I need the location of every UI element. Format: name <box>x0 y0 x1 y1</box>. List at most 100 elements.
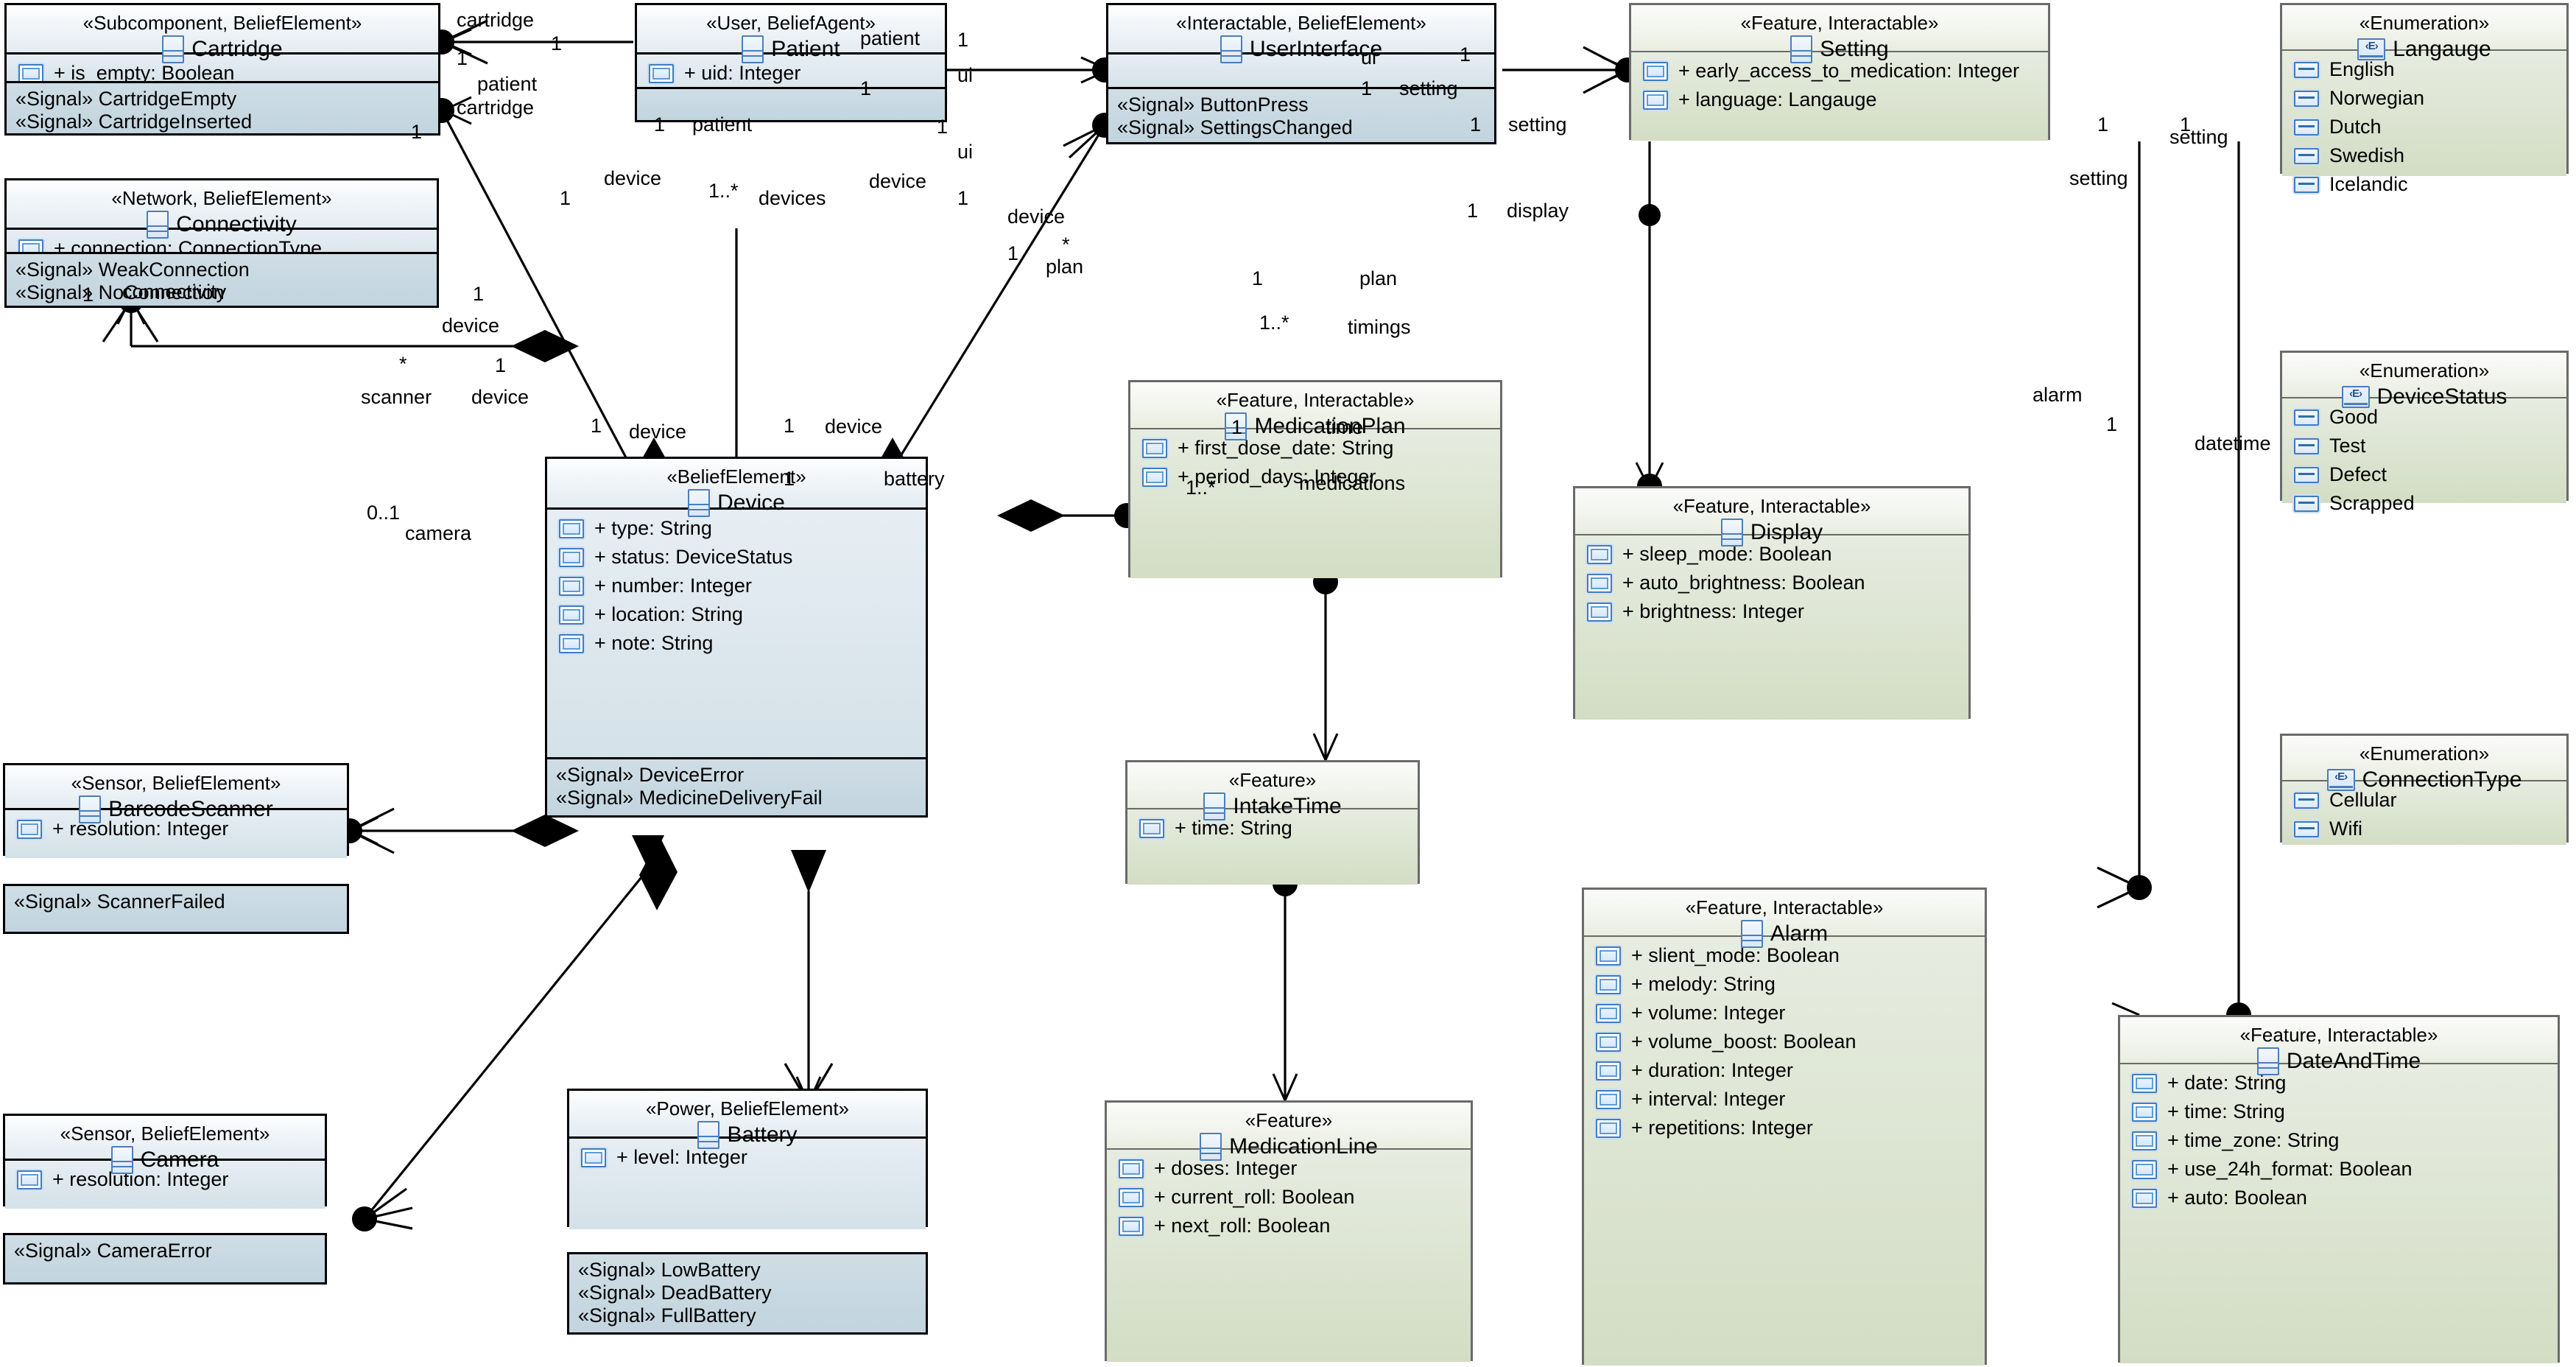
attribute-icon <box>2132 1188 2157 1208</box>
attribute-row: + doses: Integer <box>1107 1154 1471 1183</box>
edge-label: medications <box>1299 472 1406 494</box>
class-stereotype: «Feature, Interactable» <box>1740 12 1939 34</box>
class-header: «Power, BeliefElement» Battery <box>569 1091 926 1149</box>
signal-row: «Signal» ButtonPress <box>1117 94 1309 116</box>
class-box-camera-signals[interactable]: «Signal» CameraError <box>3 1233 327 1285</box>
class-box-cartridge-signals[interactable]: «Signal» CartridgeEmpty «Signal» Cartrid… <box>4 81 440 136</box>
literal-row: Test <box>2282 432 2566 460</box>
class-name: MedicationPlan <box>1130 412 1500 441</box>
edge-label: setting <box>1508 113 1567 136</box>
attribute-icon <box>559 633 584 653</box>
class-box-intaketime[interactable]: «Feature» IntakeTime + time: String <box>1125 760 1420 885</box>
enum-box-langauge[interactable]: «Enumeration» ‹E› Langauge English Norwe… <box>2280 3 2569 195</box>
enum-box-devicestatus[interactable]: «Enumeration» ‹E› DeviceStatus Good Test… <box>2280 351 2569 514</box>
edge-label: 1..* <box>1186 477 1216 499</box>
edge-label: device <box>471 386 529 408</box>
attribute-icon <box>581 1148 606 1167</box>
attribute-row: + sleep_mode: Boolean <box>1575 540 1968 569</box>
edge-label: 1 <box>551 32 563 55</box>
class-box-battery[interactable]: «Power, BeliefElement» Battery + level: … <box>567 1089 928 1229</box>
class-box-medicationplan[interactable]: «Feature, Interactable» MedicationPlan +… <box>1128 380 1502 578</box>
attribute-icon <box>1142 467 1167 487</box>
edge-label: datetime <box>2195 432 2271 454</box>
edge-label: 1 <box>1231 416 1243 438</box>
attribute-row: + number: Integer <box>547 572 926 600</box>
attribute-row: + time: String <box>2120 1097 2558 1126</box>
class-box-barcodescanner[interactable]: «Sensor, BeliefElement» BarcodeScanner +… <box>3 763 349 858</box>
attribute-row: + time: String <box>1127 814 1418 843</box>
attribute-icon <box>559 605 584 625</box>
attribute-row: + next_roll: Boolean <box>1107 1212 1471 1240</box>
enum-name: ‹E› DeviceStatus <box>2282 382 2566 412</box>
edge-label: device <box>604 167 662 189</box>
edge-label: display <box>1507 200 1569 222</box>
class-attributes: + type: String + status: DeviceStatus + … <box>547 507 926 768</box>
class-box-barcodescanner-signals[interactable]: «Signal» ScannerFailed <box>3 884 349 934</box>
edge-label: * <box>1062 233 1070 256</box>
class-icon <box>1720 519 1743 547</box>
attribute-row: + duration: Integer <box>1584 1056 1985 1085</box>
edge-label: devices <box>759 187 826 209</box>
literal-icon <box>2294 820 2319 837</box>
class-name: Alarm <box>1584 919 1985 949</box>
class-box-setting[interactable]: «Feature, Interactable» Setting + early_… <box>1629 3 2050 141</box>
class-box-battery-signals[interactable]: «Signal» LowBattery «Signal» DeadBattery… <box>567 1252 928 1335</box>
edge-label: 1 <box>591 415 602 437</box>
class-box-device[interactable]: «BeliefElement» Device + type: String + … <box>545 457 928 768</box>
class-box-connectivity-signals[interactable]: «Signal» WeakConnection «Signal» NoConne… <box>4 252 439 308</box>
class-box-dateandtime[interactable]: «Feature, Interactable» DateAndTime + da… <box>2118 1015 2560 1363</box>
attribute-icon <box>1587 573 1612 593</box>
edge-label: 1 <box>860 77 872 99</box>
class-attributes <box>1108 52 1494 91</box>
attribute-icon <box>559 519 584 538</box>
class-icon <box>688 489 711 517</box>
class-box-medicationline[interactable]: «Feature» MedicationLine + doses: Intege… <box>1105 1100 1473 1362</box>
class-box-userinterface[interactable]: «Interactable, BeliefElement» UserInterf… <box>1106 3 1496 91</box>
signal-row: «Signal» WeakConnection <box>15 259 250 281</box>
attribute-row: + language: Langauge <box>1631 85 2048 114</box>
class-icon <box>742 35 764 63</box>
edge-label: 1 <box>2180 113 2192 136</box>
attribute-row: + period_days: Integer <box>1130 463 1500 491</box>
class-box-device-signals[interactable]: «Signal» DeviceError «Signal» MedicineDe… <box>545 757 928 818</box>
class-box-camera[interactable]: «Sensor, BeliefElement» Camera + resolut… <box>3 1114 327 1209</box>
class-name: IntakeTime <box>1127 792 1418 821</box>
class-name: Cartridge <box>7 35 438 64</box>
edge-label: 1 <box>82 284 94 306</box>
enum-header: «Enumeration» ‹E› DeviceStatus <box>2282 353 2566 409</box>
edge-label: battery <box>884 468 945 490</box>
edge-label: patient <box>477 73 538 95</box>
edge-label: timings <box>1348 316 1411 338</box>
edge-label: 1 <box>784 468 795 490</box>
edge-label: camera <box>405 522 472 544</box>
edge-label: 1 <box>473 283 485 305</box>
literal-icon <box>2294 147 2319 164</box>
class-header: «Feature» MedicationLine <box>1107 1103 1471 1161</box>
class-signals: «Signal» LowBattery «Signal» DeadBattery… <box>569 1254 926 1332</box>
class-name: UserInterface <box>1108 35 1494 64</box>
class-box-alarm[interactable]: «Feature, Interactable» Alarm + slient_m… <box>1582 888 1987 1366</box>
edge-label: scanner <box>361 386 432 408</box>
class-box-userinterface-signals[interactable]: «Signal» ButtonPress «Signal» SettingsCh… <box>1106 87 1496 144</box>
class-stereotype: «Power, BeliefElement» <box>645 1097 850 1120</box>
class-attributes: + slient_mode: Boolean + melody: String … <box>1584 935 1985 1366</box>
edge-label: 0..1 <box>367 502 401 524</box>
class-name: Battery <box>569 1120 926 1150</box>
signal-row: «Signal» MedicineDeliveryFail <box>556 787 823 809</box>
class-attributes: + time: String <box>1127 808 1418 885</box>
class-attributes: + resolution: Integer <box>5 808 347 858</box>
class-icon <box>1200 1133 1222 1161</box>
class-box-patient-signals[interactable] <box>635 87 947 122</box>
class-header: «Feature, Interactable» DateAndTime <box>2120 1017 2558 1075</box>
literal-row: English <box>2282 55 2566 84</box>
class-attributes: + first_dose_date: String + period_days:… <box>1130 428 1500 578</box>
attribute-row: + note: String <box>547 629 926 658</box>
class-box-display[interactable]: «Feature, Interactable» Display + sleep_… <box>1573 486 1971 720</box>
edge-label: 1 <box>2106 413 2118 435</box>
signal-row: «Signal» CameraError <box>14 1240 212 1262</box>
edge-label: 1 <box>1361 77 1373 99</box>
enum-box-connectiontype[interactable]: «Enumeration» ‹E› ConnectionType Cellula… <box>2280 734 2569 845</box>
literal-icon <box>2294 176 2319 193</box>
literal-row: Norwegian <box>2282 84 2566 113</box>
